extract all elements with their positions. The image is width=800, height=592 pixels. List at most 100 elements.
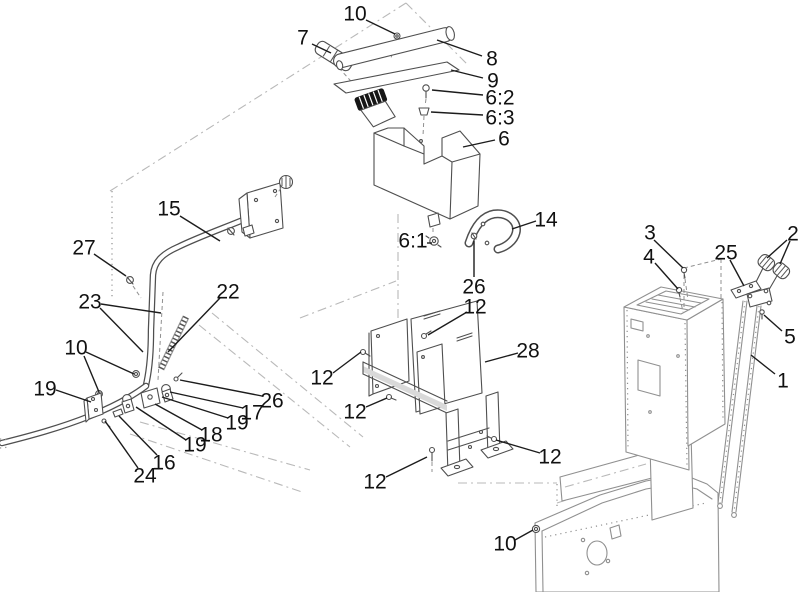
callout-12: 12 xyxy=(310,367,333,390)
leader-line-25 xyxy=(729,259,745,287)
lever-bracket xyxy=(730,280,773,308)
rear-panel-hidden xyxy=(683,258,722,308)
leader-line-6:2 xyxy=(431,89,484,96)
callout-23: 23 xyxy=(78,291,101,314)
callout-24: 24 xyxy=(133,465,157,488)
leader-line-23 xyxy=(99,307,144,353)
leader-line-9 xyxy=(450,69,484,79)
callout-14: 14 xyxy=(534,209,558,232)
callout-28: 28 xyxy=(516,340,539,363)
leader-line-3 xyxy=(653,239,684,269)
fuel-tank xyxy=(373,127,481,228)
flange-nut-bottom xyxy=(531,524,541,534)
leader-line-12 xyxy=(332,351,362,374)
control-knob-left xyxy=(757,253,776,272)
leader-line-15 xyxy=(179,215,221,242)
spring-22 xyxy=(157,315,190,371)
callout-8: 8 xyxy=(486,48,498,71)
screw-26-cluster xyxy=(173,372,183,382)
screw-12-left xyxy=(359,348,371,357)
callout-6: 6 xyxy=(498,128,510,151)
hose-bracket xyxy=(238,174,294,239)
screw-12-bottom xyxy=(428,446,436,472)
p-clamp-19b xyxy=(121,394,135,414)
leader-line-14 xyxy=(511,220,537,230)
leader-line-2 xyxy=(766,239,788,259)
drain-valve xyxy=(425,228,442,248)
leader-line-27 xyxy=(93,253,127,277)
leader-line-6:3 xyxy=(430,111,484,116)
callout-15: 15 xyxy=(157,198,180,221)
leader-line-8 xyxy=(436,39,483,57)
callout-7: 7 xyxy=(297,27,309,50)
callout-10: 10 xyxy=(64,337,87,360)
washer-6-3 xyxy=(418,107,430,137)
leader-line-1 xyxy=(750,354,776,375)
mounting-bracket-assembly xyxy=(359,300,514,477)
callout-1: 1 xyxy=(777,370,789,393)
leader-line-4 xyxy=(654,262,679,290)
leader-line-10 xyxy=(83,355,100,393)
leader-line-24 xyxy=(104,420,139,469)
vent-tube xyxy=(333,26,456,71)
callout-4: 4 xyxy=(643,246,655,269)
control-tower-frame xyxy=(559,258,726,521)
callout-12: 12 xyxy=(538,446,561,469)
control-lever-assembly xyxy=(717,253,791,518)
leader-line-5 xyxy=(763,314,783,332)
callout-6:3: 6:3 xyxy=(485,107,514,130)
leader-line-16 xyxy=(118,415,158,456)
leader-line-12 xyxy=(385,456,428,478)
leader-line-22 xyxy=(167,297,221,353)
callout-10: 10 xyxy=(343,3,366,26)
callout-22: 22 xyxy=(216,281,239,304)
cable-swivel-18 xyxy=(140,387,161,409)
leader-line-12 xyxy=(495,439,541,454)
callout-25: 25 xyxy=(714,242,737,265)
callout-9: 9 xyxy=(487,70,499,93)
callout-2: 2 xyxy=(787,223,799,246)
leader-line-26 xyxy=(179,379,263,397)
screw-12-lower-left xyxy=(385,393,397,401)
leader-line-23 xyxy=(100,303,162,314)
callout-6:1: 6:1 xyxy=(398,230,427,253)
control-knob-right xyxy=(772,261,791,280)
leader-line-28 xyxy=(484,352,519,363)
callout-12: 12 xyxy=(343,401,366,424)
leader-line-12 xyxy=(365,397,388,408)
leader-line-19 xyxy=(161,396,229,419)
leader-line-17 xyxy=(169,391,244,409)
fuel-tank-group xyxy=(314,26,521,254)
leader-line-10 xyxy=(85,351,135,375)
leader-line-2 xyxy=(779,240,791,265)
callout-16: 16 xyxy=(152,452,175,475)
callout-27: 27 xyxy=(72,237,95,260)
callout-12: 12 xyxy=(363,471,386,494)
leader-line-10 xyxy=(514,529,534,541)
callout-6:2: 6:2 xyxy=(485,87,514,110)
screw-5 xyxy=(759,309,765,320)
supply-hose-group xyxy=(126,174,294,389)
leader-line-19 xyxy=(135,406,187,441)
callout-19: 19 xyxy=(183,434,206,457)
callout-3: 3 xyxy=(644,222,656,245)
screw-12-top xyxy=(420,330,432,340)
cable-clamp-plate xyxy=(83,392,104,423)
callout-26: 26 xyxy=(462,276,485,299)
control-cable-group xyxy=(0,370,183,449)
callout-10: 10 xyxy=(493,533,516,556)
tank-outlet xyxy=(427,212,441,228)
screw-12-right xyxy=(486,435,498,443)
heat-shield-plate xyxy=(333,61,460,94)
fuel-hose-14 xyxy=(464,209,521,254)
callout-5: 5 xyxy=(784,326,796,349)
callout-19: 19 xyxy=(33,378,56,401)
callout-19: 19 xyxy=(225,412,248,435)
leader-line-12 xyxy=(427,311,468,336)
hose-clamp-27 xyxy=(126,276,142,299)
callout-26: 26 xyxy=(260,390,283,413)
bolt-6-2 xyxy=(422,84,430,107)
